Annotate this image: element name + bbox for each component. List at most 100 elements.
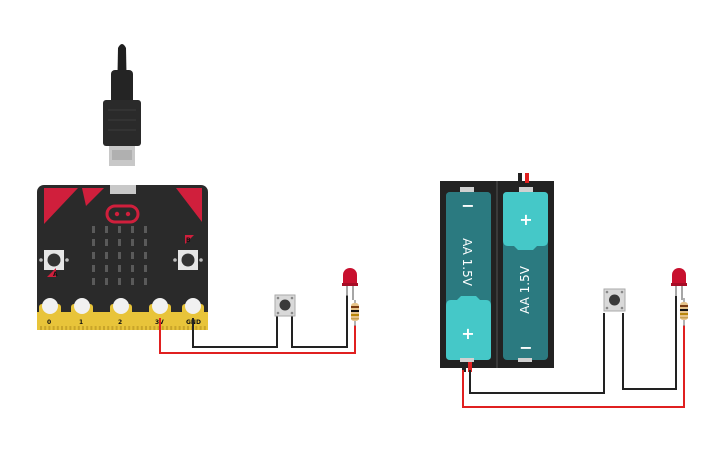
matrix-led xyxy=(131,226,134,233)
edge-tick xyxy=(199,326,202,330)
resistor-right[interactable] xyxy=(680,298,688,326)
cell-1-top-sign: − xyxy=(461,196,474,215)
edge-tick xyxy=(82,326,84,330)
matrix-led xyxy=(118,252,121,259)
edge-tick xyxy=(132,326,135,330)
touch-logo[interactable] xyxy=(105,204,140,224)
matrix-led xyxy=(131,278,134,285)
edge-tick xyxy=(40,326,42,330)
edge-tick xyxy=(128,326,131,330)
cell-1-label: AA 1.5V xyxy=(460,238,474,287)
cell-2-bottom-sign: − xyxy=(519,338,532,357)
matrix-led xyxy=(118,278,121,285)
resistor-left[interactable] xyxy=(351,300,359,326)
wire-black-button-to-led[interactable] xyxy=(291,295,348,348)
battery-cell-2: + − AA 1.5V xyxy=(503,187,548,362)
pin-2[interactable]: 2 xyxy=(110,298,132,326)
edge-tick xyxy=(145,326,147,330)
button-a[interactable] xyxy=(39,250,69,270)
corner-accent-right xyxy=(176,188,202,222)
matrix-led xyxy=(144,252,147,259)
edge-tick xyxy=(119,326,122,330)
edge-tick xyxy=(52,326,55,330)
wire-red-3v-to-resistor[interactable] xyxy=(159,318,356,354)
button-a-letter: A xyxy=(53,271,58,278)
edge-tick xyxy=(174,326,177,330)
matrix-led xyxy=(131,252,134,259)
cell-2-top-sign: + xyxy=(519,210,532,229)
edge-tick xyxy=(61,326,63,330)
edge-tick xyxy=(103,326,105,330)
edge-tick xyxy=(203,326,206,330)
edge-tick xyxy=(182,326,185,330)
edge-tick xyxy=(44,326,47,330)
matrix-led xyxy=(118,265,121,272)
matrix-led xyxy=(92,278,95,285)
pin-0[interactable]: 0 xyxy=(39,298,61,326)
cell-1-bottom-sign: + xyxy=(461,324,474,343)
led-matrix xyxy=(92,226,147,285)
edge-tick xyxy=(115,326,118,330)
matrix-led xyxy=(118,239,121,246)
edge-tick xyxy=(111,326,114,330)
button-b-marker: B xyxy=(185,235,194,244)
edge-tick xyxy=(86,326,89,330)
matrix-led xyxy=(105,226,108,233)
edge-tick xyxy=(157,326,160,330)
edge-tick xyxy=(48,326,51,330)
wire-red-battery-to-resistor[interactable] xyxy=(462,325,685,408)
edge-tick xyxy=(65,326,68,330)
edge-tick xyxy=(187,326,189,330)
wire-black-gnd-to-button[interactable] xyxy=(192,315,278,348)
button-b[interactable] xyxy=(173,250,203,270)
matrix-led xyxy=(144,265,147,272)
usb-port xyxy=(110,185,136,194)
edge-tick xyxy=(98,326,101,330)
led-right[interactable] xyxy=(671,268,687,300)
matrix-led xyxy=(105,278,108,285)
edge-tick xyxy=(140,326,143,330)
pushbutton-right[interactable] xyxy=(603,288,626,312)
button-a-marker: A xyxy=(47,268,58,278)
matrix-led xyxy=(105,239,108,246)
pin-label-2: 2 xyxy=(118,319,122,326)
battery-cell-1: − + AA 1.5V xyxy=(446,187,491,360)
battery-pack[interactable]: − + AA 1.5V + − AA 1.5V xyxy=(440,173,554,372)
pin-label-0: 0 xyxy=(47,319,51,326)
matrix-led xyxy=(92,265,95,272)
edge-tick xyxy=(178,326,181,330)
led-left[interactable] xyxy=(342,268,358,300)
corner-accent-mid xyxy=(82,188,104,206)
edge-tick xyxy=(170,326,173,330)
matrix-led xyxy=(105,252,108,259)
wire-black-battery-to-button[interactable] xyxy=(469,313,605,394)
pushbutton-left[interactable] xyxy=(274,294,296,317)
matrix-led xyxy=(92,239,95,246)
matrix-led xyxy=(144,278,147,285)
edge-tick xyxy=(77,326,80,330)
microbit-board[interactable]: A B 0 1 2 xyxy=(37,185,208,330)
matrix-led xyxy=(92,252,95,259)
button-b-letter: B xyxy=(186,237,191,244)
edge-tick xyxy=(136,326,139,330)
edge-tick xyxy=(90,326,93,330)
pin-label-1: 1 xyxy=(79,319,83,326)
edge-tick xyxy=(195,326,198,330)
edge-tick xyxy=(56,326,59,330)
edge-tick xyxy=(161,326,164,330)
matrix-led xyxy=(131,265,134,272)
edge-tick xyxy=(124,326,126,330)
pin-1[interactable]: 1 xyxy=(71,298,93,326)
matrix-led xyxy=(92,226,95,233)
matrix-led xyxy=(105,265,108,272)
matrix-led xyxy=(144,239,147,246)
matrix-led xyxy=(144,226,147,233)
edge-tick xyxy=(107,326,110,330)
usb-cable[interactable] xyxy=(103,44,141,166)
cell-2-label: AA 1.5V xyxy=(518,265,532,314)
edge-tick xyxy=(69,326,72,330)
edge-tick xyxy=(166,326,168,330)
edge-tick xyxy=(73,326,76,330)
edge-tick xyxy=(153,326,156,330)
wire-black-button-to-led-right[interactable] xyxy=(622,296,677,390)
